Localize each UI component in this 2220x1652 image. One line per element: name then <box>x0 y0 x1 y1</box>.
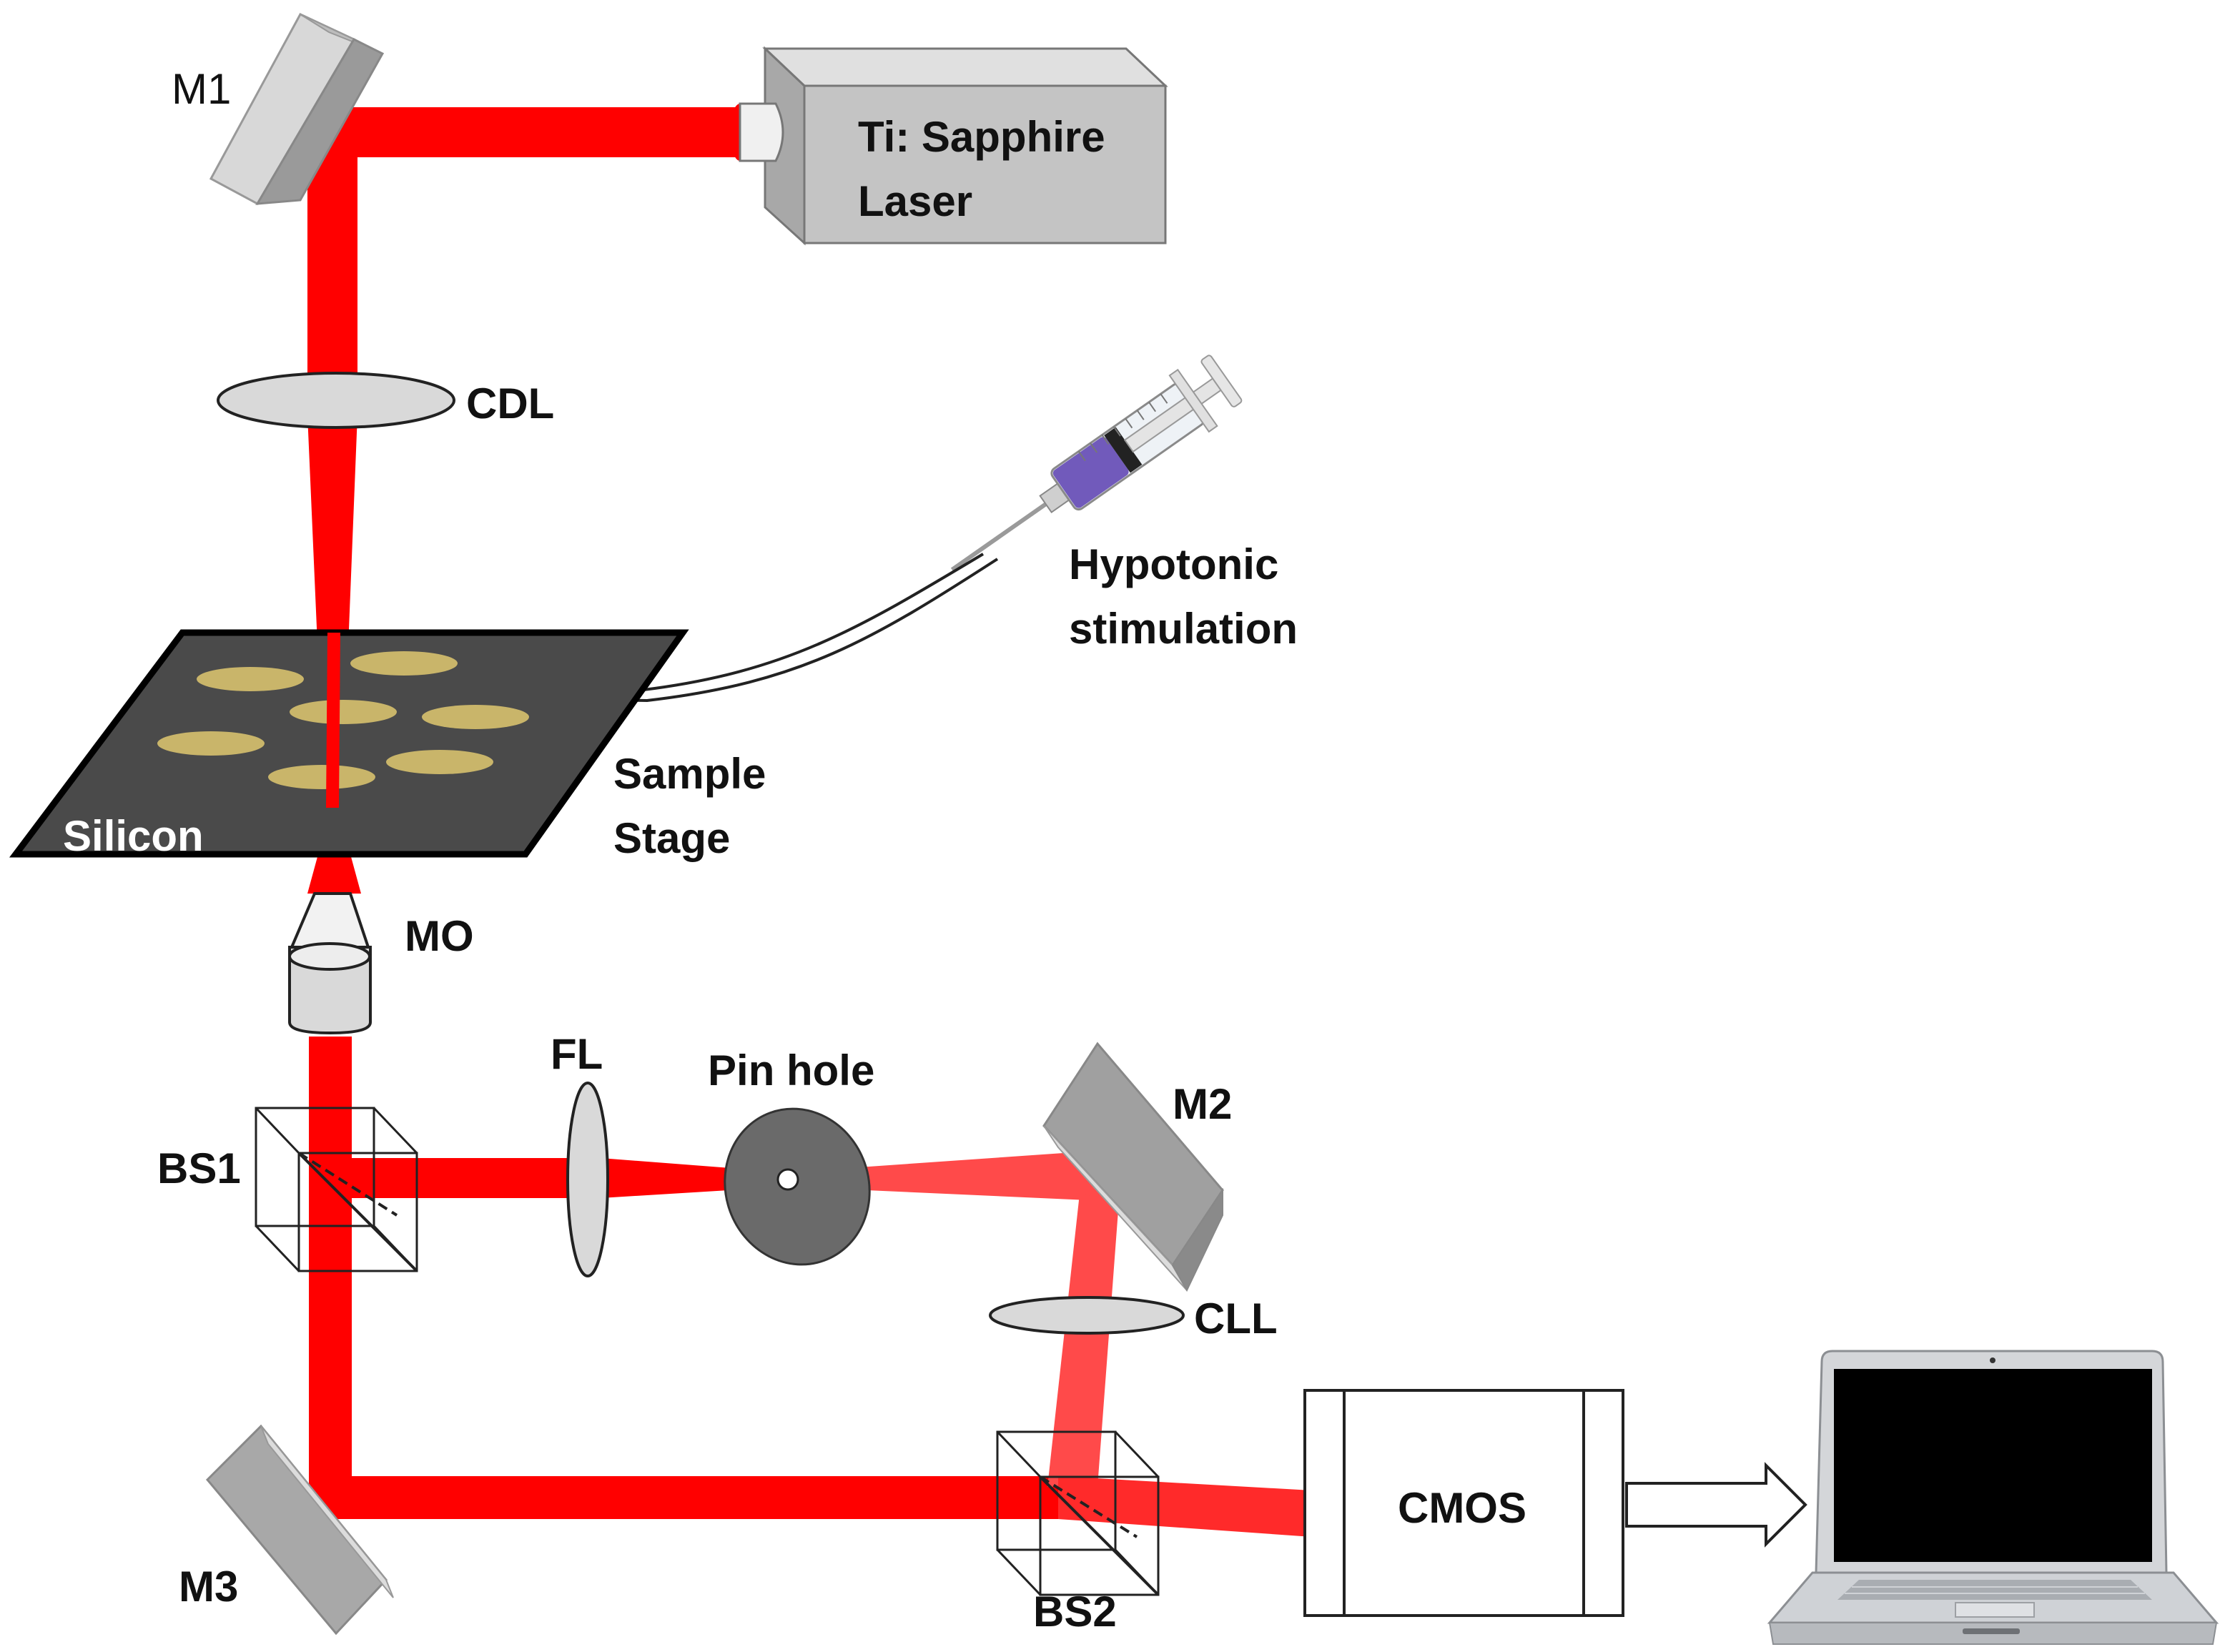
pinhole-label: Pin hole <box>708 1047 874 1094</box>
beam-stage-to-mo <box>307 854 361 894</box>
cmos-label: CMOS <box>1398 1484 1526 1532</box>
sample-label-line1: Sample <box>613 750 766 798</box>
sample-label-line2: Stage <box>613 814 730 862</box>
camera-icon <box>1303 1389 1624 1617</box>
fl-label: FL <box>551 1030 603 1078</box>
hypotonic-label-line2: stimulation <box>1069 605 1298 653</box>
beam-laser-to-m1 <box>307 107 736 157</box>
objective-icon <box>288 892 372 1035</box>
beam-splitter-icon <box>996 1430 1160 1596</box>
mirror-icon <box>205 1424 394 1636</box>
laptop-icon <box>1767 1350 2219 1645</box>
mirror-icon <box>209 13 385 206</box>
bs1-label: BS1 <box>157 1144 241 1192</box>
beam-m3-to-bs2 <box>309 1476 1060 1519</box>
syringe-icon <box>950 355 1243 572</box>
beam-mo-to-m3 <box>309 1037 352 1519</box>
pinhole-icon <box>724 1107 871 1266</box>
cdl-label: CDL <box>466 380 554 427</box>
sample-cell <box>268 765 375 789</box>
arrow-icon <box>1625 1462 1807 1548</box>
mo-label: MO <box>405 912 474 960</box>
sample-cell <box>290 700 397 724</box>
sample-cell <box>422 705 529 729</box>
sample-cell <box>157 731 265 756</box>
sample-stage <box>9 629 689 858</box>
beam-bs1-to-fl <box>350 1158 586 1198</box>
hypotonic-label-line1: Hypotonic <box>1069 540 1278 588</box>
m1-label: M1 <box>172 65 231 113</box>
laser-label-line2: Laser <box>858 177 972 225</box>
bs2-label: BS2 <box>1033 1588 1117 1636</box>
cll-label: CLL <box>1194 1295 1278 1342</box>
m2-label: M2 <box>1173 1080 1232 1128</box>
beam-m2-to-bs2 <box>1047 1194 1119 1487</box>
m3-label: M3 <box>179 1563 238 1611</box>
tube <box>457 553 999 703</box>
mirror-icon <box>1042 1042 1224 1292</box>
laser-label-line1: Ti: Sapphire <box>858 113 1105 161</box>
silicon-label: Silicon <box>63 812 204 860</box>
lens-icon <box>217 372 455 429</box>
sample-cell <box>197 667 304 691</box>
beam-splitter-icon <box>255 1107 418 1272</box>
beam-bs2-to-cmos <box>1058 1476 1312 1537</box>
lens-icon <box>989 1296 1185 1335</box>
sample-cell <box>386 750 493 774</box>
sample-cell <box>350 651 458 676</box>
laser-box-icon <box>730 46 1168 246</box>
laser-beams <box>307 107 1312 1537</box>
lens-icon <box>566 1082 609 1277</box>
